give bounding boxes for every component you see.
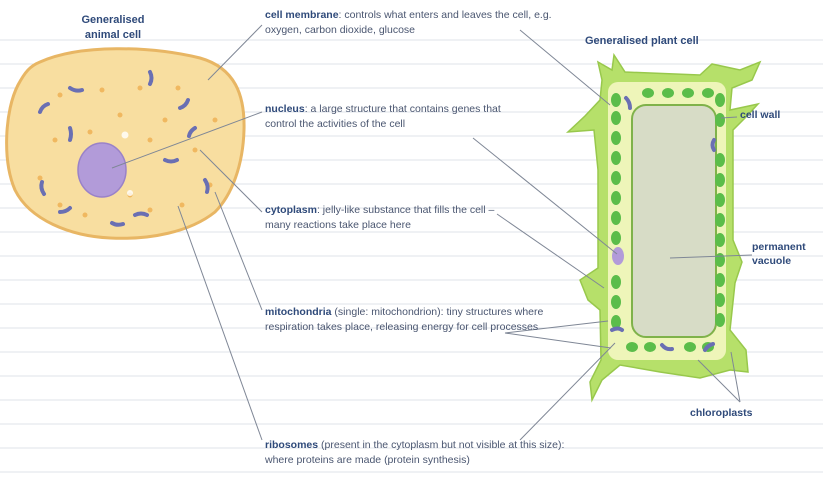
label-chloroplasts: chloroplasts xyxy=(690,406,752,420)
label-mitochondria: mitochondria (single: mitochondrion): ti… xyxy=(265,305,565,335)
label-cell-membrane: cell membrane: controls what enters and … xyxy=(265,8,565,38)
plant-nucleus-shape xyxy=(612,247,624,265)
label-cell-wall: cell wall xyxy=(740,108,780,122)
plant-cell-title: Generalised plant cell xyxy=(585,34,699,49)
label-permanent-vacuole: permanent vacuole xyxy=(752,240,806,268)
plant-cell xyxy=(568,55,760,400)
label-cytoplasm: cytoplasm: jelly-like substance that fil… xyxy=(265,203,510,233)
nucleus-shape xyxy=(78,143,126,197)
label-nucleus: nucleus: a large structure that contains… xyxy=(265,102,520,132)
animal-cell xyxy=(7,49,244,239)
vacuole-shape xyxy=(632,105,716,337)
animal-cell-title: Generalised animal cell xyxy=(78,13,148,43)
label-ribosomes: ribosomes (present in the cytoplasm but … xyxy=(265,438,575,468)
